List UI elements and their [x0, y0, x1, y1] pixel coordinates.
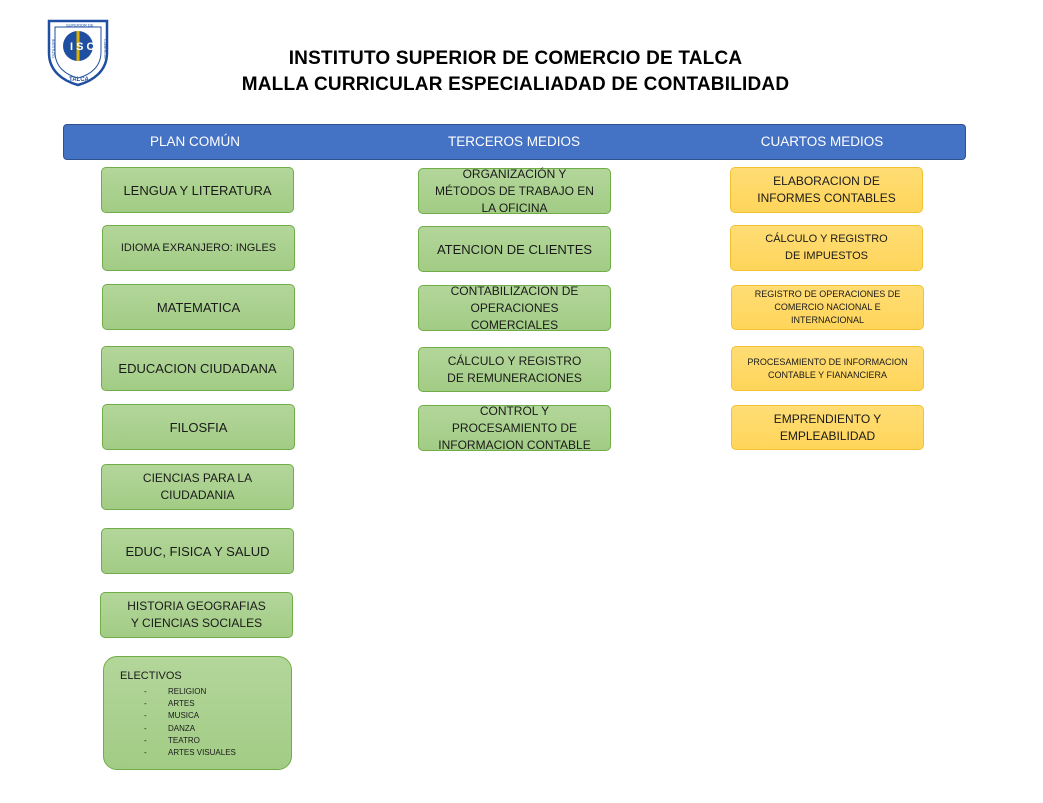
page-subtitle: MALLA CURRICULAR ESPECIALIADAD DE CONTAB…: [241, 74, 790, 95]
electivos-box: ELECTIVOS RELIGION ARTES MUSICA DANZA TE…: [103, 656, 292, 770]
column-header-terceros-medios: TERCEROS MEDIOS: [447, 134, 580, 149]
electivos-list: RELIGION ARTES MUSICA DANZA TEATRO ARTES…: [144, 686, 236, 759]
column-header-plan-comun: PLAN COMÚN: [149, 134, 240, 149]
logo-letters: I S C: [70, 41, 95, 53]
logo-bottom-text: TALCA: [69, 77, 90, 83]
school-logo: SUPERIOR DE I S C TALCA INSTITUTO COMERC…: [47, 19, 109, 87]
terceros-medios-module: CÁLCULO Y REGISTRO DE REMUNERACIONES: [418, 347, 611, 392]
cuartos-medios-module: REGISTRO DE OPERACIONES DE COMERCIO NACI…: [731, 285, 924, 330]
plan-comun-subject: FILOSFIA: [102, 404, 295, 450]
cuartos-medios-module: CÁLCULO Y REGISTRO DE IMPUESTOS: [730, 225, 923, 271]
logo-left-text: INSTITUTO: [51, 39, 55, 58]
logo-right-text: COMERCIO: [103, 39, 107, 59]
terceros-medios-module: ATENCION DE CLIENTES: [418, 226, 611, 272]
electivo-item: ARTES VISUALES: [144, 747, 236, 759]
plan-comun-subject: CIENCIAS PARA LA CIUDADANIA: [101, 464, 294, 510]
electivo-item: ARTES: [144, 698, 236, 710]
column-header-cuartos-medios: CUARTOS MEDIOS: [760, 134, 884, 149]
plan-comun-subject: IDIOMA EXRANJERO: INGLES: [102, 225, 295, 271]
cuartos-medios-module: ELABORACION DE INFORMES CONTABLES: [730, 167, 923, 213]
electivos-title: ELECTIVOS: [120, 670, 182, 682]
page-title: INSTITUTO SUPERIOR DE COMERCIO DE TALCA: [288, 48, 743, 69]
electivo-item: MUSICA: [144, 710, 236, 722]
cuartos-medios-module: PROCESAMIENTO DE INFORMACION CONTABLE Y …: [731, 346, 924, 391]
logo-top-text: SUPERIOR DE: [66, 23, 94, 28]
electivo-item: DANZA: [144, 723, 236, 735]
plan-comun-subject: MATEMATICA: [102, 284, 295, 330]
terceros-medios-module: CONTROL Y PROCESAMIENTO DE INFORMACION C…: [418, 404, 611, 452]
plan-comun-subject: LENGUA Y LITERATURA: [101, 167, 294, 213]
column-header-bar: PLAN COMÚN TERCEROS MEDIOS CUARTOS MEDIO…: [63, 124, 966, 160]
electivo-item: RELIGION: [144, 686, 236, 698]
cuartos-medios-module: EMPRENDIENTO Y EMPLEABILIDAD: [731, 405, 924, 450]
electivo-item: TEATRO: [144, 735, 236, 747]
terceros-medios-module: ORGANIZACIÓN Y MÉTODOS DE TRABAJO EN LA …: [418, 167, 611, 215]
plan-comun-subject: HISTORIA GEOGRAFIAS Y CIENCIAS SOCIALES: [100, 592, 293, 638]
plan-comun-subject: EDUC, FISICA Y SALUD: [101, 528, 294, 574]
plan-comun-subject: EDUCACION CIUDADANA: [101, 346, 294, 391]
terceros-medios-module: CONTABILIZACION DE OPERACIONES COMERCIAL…: [418, 284, 611, 332]
